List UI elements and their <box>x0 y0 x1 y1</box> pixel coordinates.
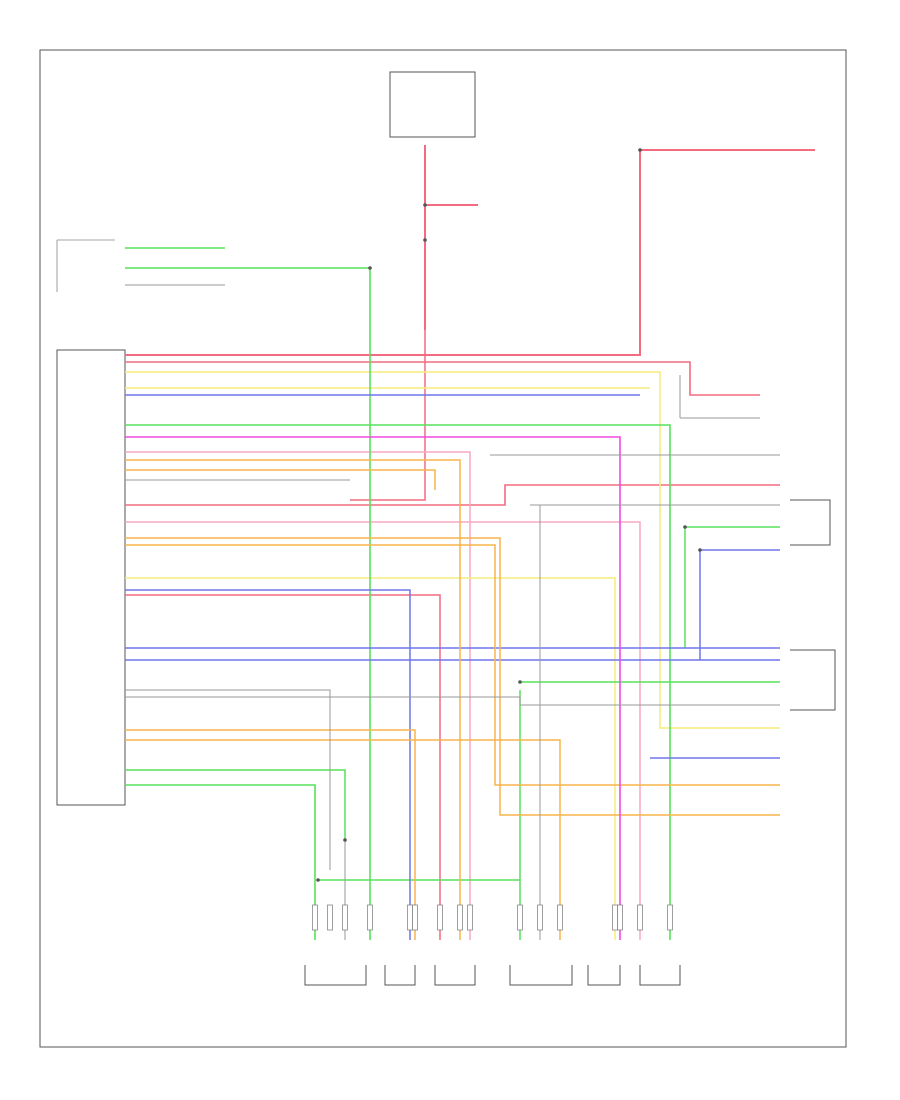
climate-control-seat-module <box>56 349 126 806</box>
passenger-switch-upper <box>790 499 831 546</box>
splice-node <box>638 148 642 152</box>
connector-terminal <box>537 904 543 931</box>
wire-green-17 <box>125 769 346 840</box>
splice-node <box>698 548 702 552</box>
connector-terminal <box>467 904 473 931</box>
connector-terminal <box>342 904 348 931</box>
wire-red-5 <box>125 361 760 396</box>
splice-node <box>423 238 427 242</box>
wire-red-4 <box>125 150 641 356</box>
passenger-switch-lower <box>790 649 836 711</box>
driver-heater-connectors <box>304 965 476 986</box>
connector-terminal <box>557 904 563 931</box>
connector-terminal <box>412 904 418 931</box>
splice-node <box>368 266 372 270</box>
connector-terminal <box>617 904 623 931</box>
wire-yellow-11 <box>125 577 616 940</box>
connector-terminal <box>407 904 413 931</box>
splice-node <box>683 525 687 529</box>
wire-orange-30 <box>125 537 780 816</box>
fuse-block-top <box>389 71 476 138</box>
wire-green-15 <box>125 424 671 940</box>
connector-terminal <box>517 904 523 931</box>
wire-green-16 <box>125 784 316 940</box>
wire-orange-34 <box>125 459 461 940</box>
splice-node <box>316 878 320 882</box>
wire-gray-46 <box>125 689 331 870</box>
upper-left-module <box>56 239 115 292</box>
wire-orange-31 <box>125 544 780 786</box>
connector-terminal <box>437 904 443 931</box>
splice-node-group <box>312 148 702 931</box>
wire-gray-39 <box>125 696 780 706</box>
splice-node <box>423 203 427 207</box>
connector-terminal <box>327 904 333 931</box>
splice-node <box>343 838 347 842</box>
wire-green-13 <box>125 267 371 940</box>
connector-terminal <box>367 904 373 931</box>
wire-red-2 <box>350 330 426 501</box>
wire-red-7 <box>125 594 441 940</box>
wire-pink-8 <box>125 521 641 940</box>
wire-orange-35 <box>125 469 436 490</box>
wire-red-0 <box>424 145 478 206</box>
passenger-heater-connectors <box>509 965 681 986</box>
connector-terminal <box>637 904 643 931</box>
wire-orange-32 <box>125 729 416 940</box>
diagram-frame <box>39 49 847 1048</box>
connector-terminal <box>667 904 673 931</box>
wire-group <box>125 145 815 940</box>
wire-blue-24 <box>125 589 411 940</box>
wire-magenta-36 <box>125 436 621 940</box>
wire-yellow-10 <box>125 371 780 729</box>
wire-orange-33 <box>125 739 561 940</box>
connector-terminal <box>457 904 463 931</box>
wire-pink-9 <box>125 451 471 940</box>
connector-terminal <box>612 904 618 931</box>
splice-node <box>518 680 522 684</box>
connector-terminal <box>312 904 318 931</box>
wire-red-6 <box>125 484 780 506</box>
